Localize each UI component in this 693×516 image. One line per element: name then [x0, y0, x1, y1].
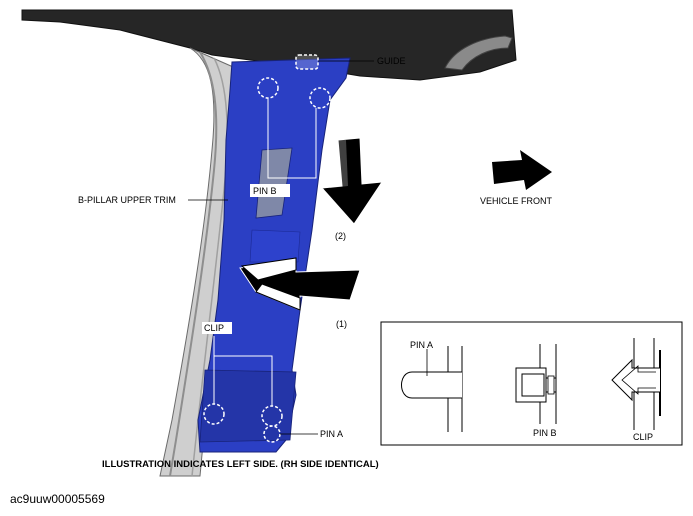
- arrow-step-2: [320, 137, 384, 225]
- pin-b-leader: [267, 98, 317, 179]
- label-step-1: (1): [336, 319, 347, 329]
- inset-label-pin-a: PIN A: [410, 340, 433, 350]
- trim-mid-crease: [249, 229, 301, 263]
- label-guide: GUIDE: [377, 56, 406, 66]
- label-pin-b: PIN B: [253, 186, 277, 196]
- pin-b-circle-right: [309, 87, 331, 109]
- label-vehicle-front: VEHICLE FRONT: [480, 196, 553, 206]
- arrow-step-2-highlight: [330, 140, 348, 188]
- illustration-code: ac9uuw00005569: [10, 492, 105, 506]
- pin-b-label-bg: [250, 184, 290, 197]
- guide-marker: [295, 54, 319, 70]
- arrow-step-1-face: [240, 257, 297, 281]
- arrow-step-1-side: [255, 283, 301, 311]
- clip-label-bg: [202, 322, 232, 334]
- pillar-edge-line: [169, 51, 218, 477]
- label-clip: CLIP: [204, 323, 224, 333]
- inset-label-pin-b: PIN B: [533, 428, 557, 438]
- label-pin-a: PIN A: [320, 429, 343, 439]
- grab-handle: [444, 35, 513, 71]
- inset-label-clip: CLIP: [633, 432, 653, 442]
- illustration-caption: ILLUSTRATION INDICATES LEFT SIDE. (RH SI…: [102, 459, 379, 470]
- pillar-inner-line: [191, 57, 228, 477]
- vehicle-front-arrow: [492, 150, 552, 190]
- label-step-2: (2): [335, 231, 346, 241]
- inset-pin-b: [515, 344, 557, 424]
- label-b-pillar-upper-trim: B-PILLAR UPPER TRIM: [78, 195, 176, 205]
- inset-clip: [611, 338, 661, 430]
- inset-pin-a: [401, 346, 463, 432]
- clip-leader: [213, 355, 273, 406]
